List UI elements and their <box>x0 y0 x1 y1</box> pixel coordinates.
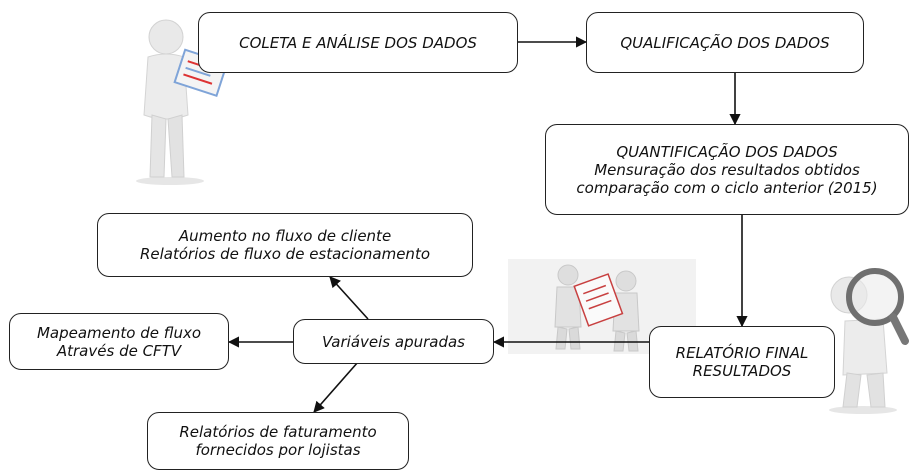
node-variaveis: Variáveis apuradas <box>293 319 494 364</box>
node-mapeamento-line-2: Através de CFTV <box>56 341 182 360</box>
node-coleta: COLETA E ANÁLISE DOS DADOS <box>198 12 518 73</box>
person-with-clipboard-figure <box>136 19 228 185</box>
node-faturamento: Relatórios de faturamento fornecidos por… <box>147 412 409 470</box>
node-quantificacao-line-1: QUANTIFICAÇÃO DOS DADOS <box>616 142 838 161</box>
node-quantificacao-line-2: Mensuração dos resultados obtidos <box>594 160 860 179</box>
node-faturamento-line-1: Relatórios de faturamento <box>179 423 377 441</box>
node-relatorio-final-line-2: RESULTADOS <box>692 362 792 380</box>
node-aumento-fluxo-line-2: Relatórios de fluxo de estacionamento <box>139 245 431 263</box>
node-variaveis-line-1: Variáveis apuradas <box>322 332 465 351</box>
node-quantificacao: QUANTIFICAÇÃO DOS DADOS Mensuração dos r… <box>545 124 909 215</box>
person-with-magnifying-glass-figure <box>829 268 909 414</box>
node-qualificacao: QUALIFICAÇÃO DOS DADOS <box>586 12 864 73</box>
node-mapeamento: Mapeamento de fluxo Através de CFTV <box>9 313 229 370</box>
arrow-variaveis-to-aumento <box>329 276 369 320</box>
node-relatorio-final: RELATÓRIO FINAL RESULTADOS <box>649 326 835 398</box>
node-aumento-fluxo-line-1: Aumento no fluxo de cliente <box>178 227 392 245</box>
node-faturamento-line-2: fornecidos por lojistas <box>195 441 361 459</box>
node-relatorio-final-line-1: RELATÓRIO FINAL <box>675 344 809 362</box>
node-aumento-fluxo: Aumento no fluxo de cliente Relatórios d… <box>97 213 473 277</box>
node-mapeamento-line-1: Mapeamento de fluxo <box>36 323 202 342</box>
node-coleta-line-1: COLETA E ANÁLISE DOS DADOS <box>239 33 477 52</box>
node-qualificacao-line-1: QUALIFICAÇÃO DOS DADOS <box>620 33 830 52</box>
arrow-variaveis-to-faturamento <box>313 361 359 413</box>
node-quantificacao-line-3: comparação com o ciclo anterior (2015) <box>576 178 878 197</box>
